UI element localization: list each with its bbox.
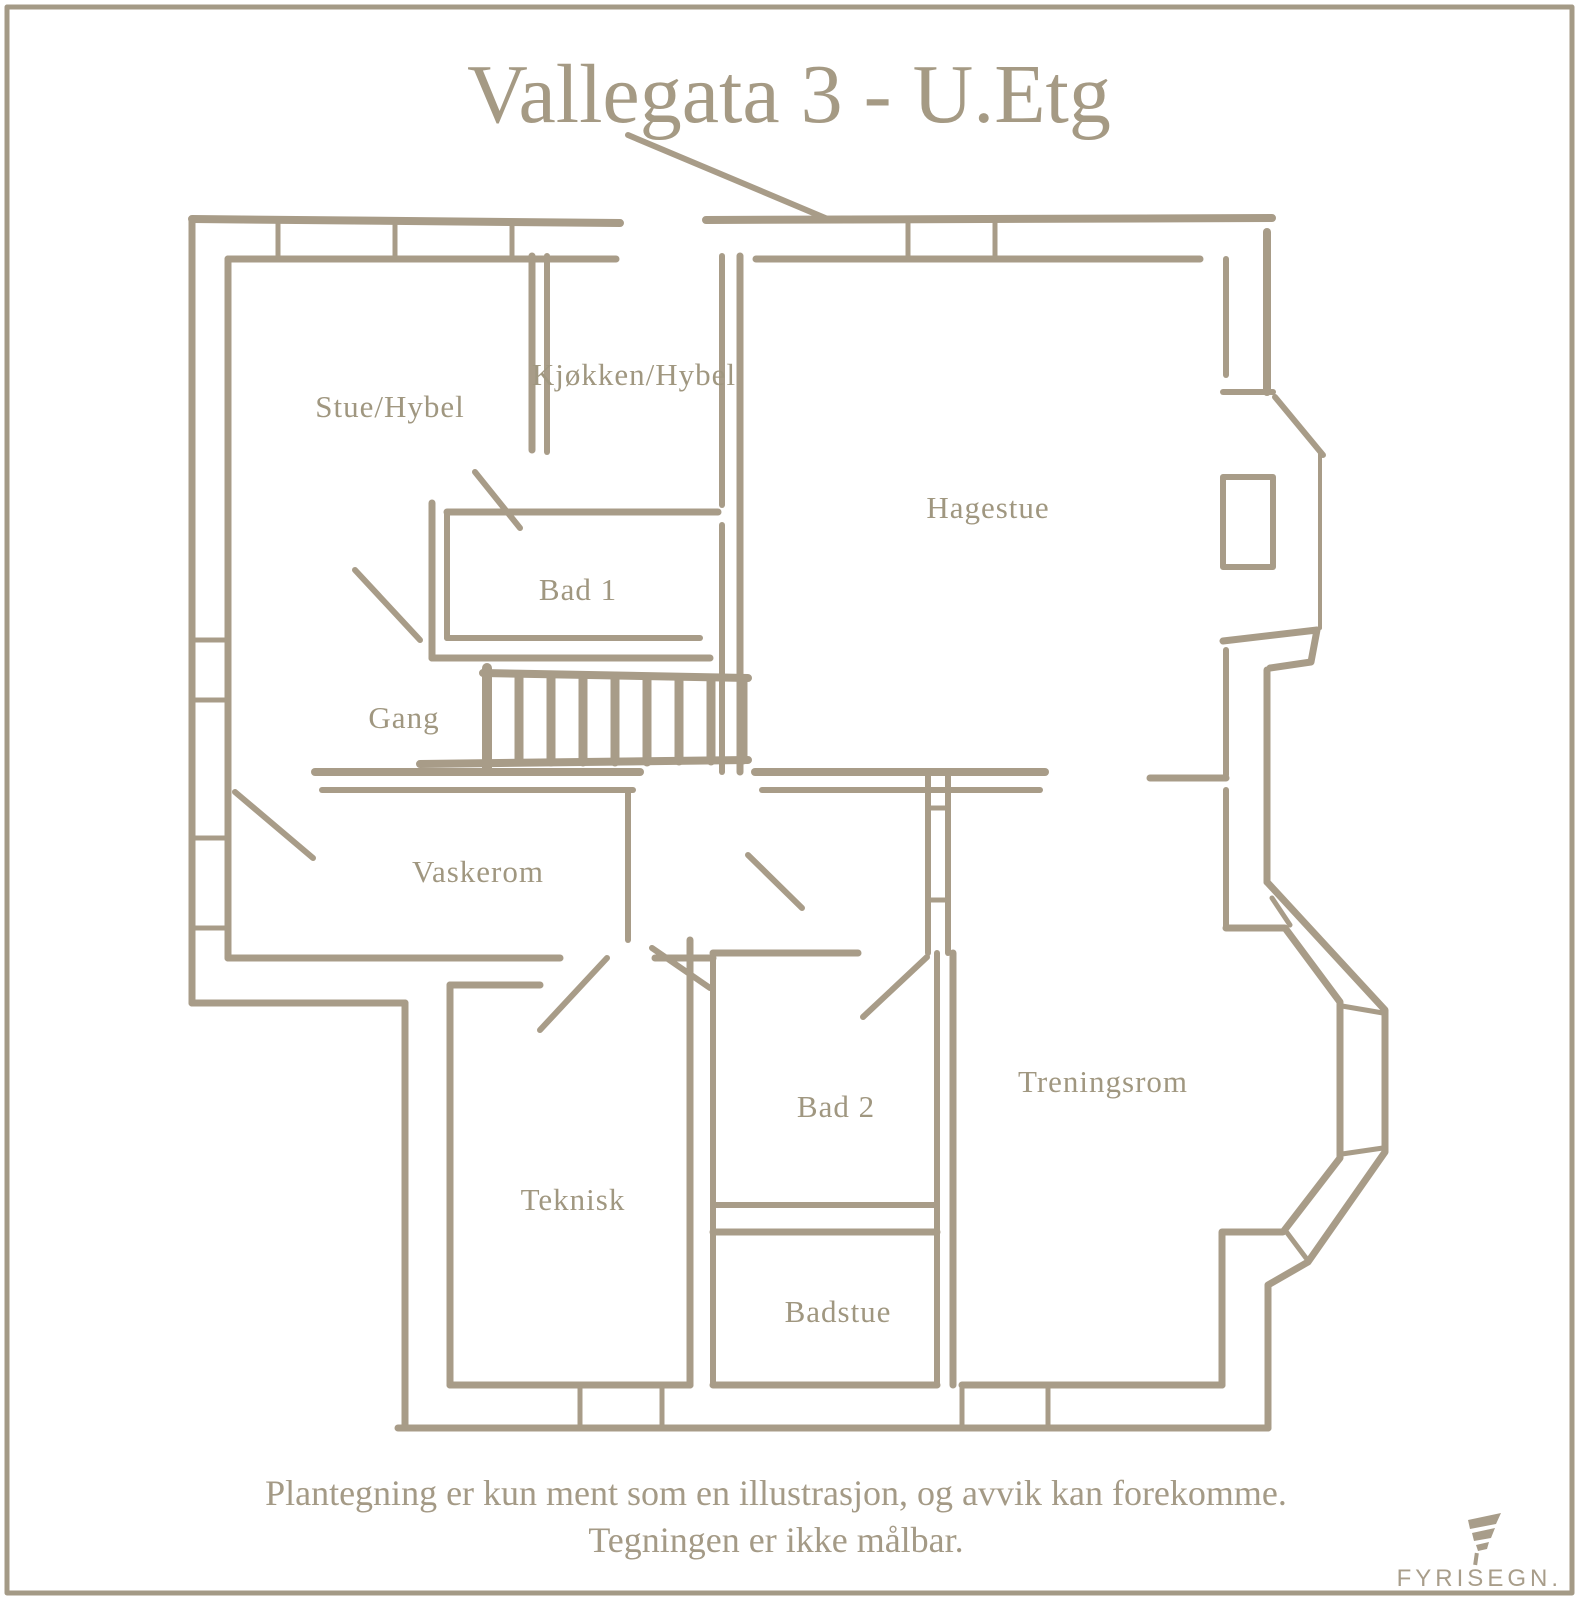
door-swings [232,132,1326,1033]
window-markers [189,219,1386,1431]
teknisk-door-swing [537,955,610,1033]
staircase [416,663,752,773]
room-label-teknisk: Teknisk [521,1182,626,1217]
corridor-door-swing [745,852,805,911]
logo-text: FYRISEGN. [1397,1565,1562,1592]
footer-line-1: Plantegning er kun ment som en illustras… [265,1473,1287,1513]
exterior-walls [188,214,1389,1432]
interior-walls [311,252,1230,1389]
room-label-stue-hybel: Stue/Hybel [315,389,465,424]
room-labels: Stue/Hybel Kjøkken/Hybel Hagestue Bad 1 … [315,357,1188,1329]
room-label-vaskerom: Vaskerom [412,854,544,889]
page-title: Vallegata 3 - U.Etg [467,48,1111,141]
flag-icon [1468,1513,1501,1566]
vaskerom-door-swing [232,789,316,861]
room-label-bad-1: Bad 1 [539,572,617,607]
room-label-treningsrom: Treningsrom [1018,1064,1188,1099]
kjokken-door-swing [472,469,523,531]
bad2-door-swing [860,954,930,1020]
garden-door-swing [1272,394,1326,458]
teknisk-corridor-door-swing [649,945,713,991]
room-label-gang: Gang [368,700,439,735]
room-label-kjokken-hybel: Kjøkken/Hybel [532,357,736,392]
page-border [4,4,1575,1596]
footer-line-2: Tegningen er ikke målbar. [588,1520,963,1560]
logo: FYRISEGN. [1397,1513,1562,1592]
room-label-hagestue: Hagestue [926,490,1049,525]
room-label-badstue: Badstue [785,1294,892,1329]
stue-door-swing [352,567,423,643]
room-label-bad-2: Bad 2 [797,1089,875,1124]
entrance-door-swing [625,132,833,223]
footer-disclaimer: Plantegning er kun ment som en illustras… [265,1473,1287,1560]
